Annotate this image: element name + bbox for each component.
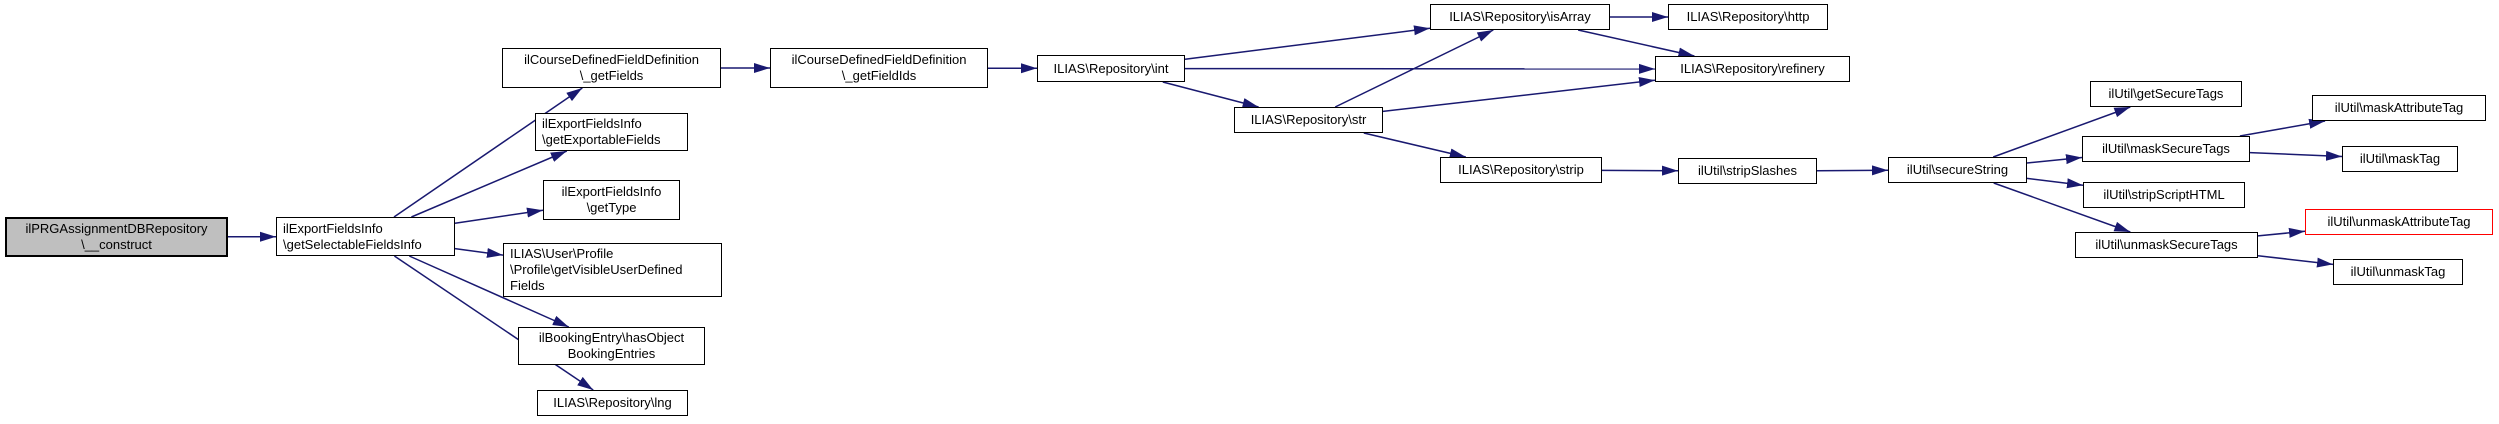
graph-node-stripScriptHTML[interactable]: ilUtil\stripScriptHTML <box>2083 182 2245 208</box>
graph-node-maskTag[interactable]: ilUtil\maskTag <box>2342 146 2458 172</box>
graph-node-cdfd-getFieldIds[interactable]: ilCourseDefinedFieldDefinition\_getField… <box>770 48 988 88</box>
call-edge-getSelectableFieldsInfo-to-hasObjectBookingEntries <box>408 255 570 328</box>
graph-node-label: ILIAS\Repository\http <box>1686 9 1810 24</box>
graph-node-label: ILIAS\Repository\int <box>1053 60 1169 76</box>
graph-node-unmaskAttributeTag[interactable]: ilUtil\unmaskAttributeTag <box>2305 209 2493 235</box>
graph-node-label: ILIAS\User\Profile <box>510 246 614 261</box>
call-edge-int-to-isArray <box>1184 25 1431 60</box>
graph-node-label: ilUtil\stripScriptHTML <box>2103 187 2225 202</box>
graph-node-maskSecureTags[interactable]: ilUtil\maskSecureTags <box>2082 136 2250 162</box>
call-edge-getSelectableFieldsInfo-to-lng <box>393 255 594 391</box>
graph-node-stripSlashes[interactable]: ilUtil\stripSlashes <box>1678 158 1817 184</box>
graph-node-label: \getType <box>586 200 637 215</box>
graph-node-strip[interactable]: ILIAS\Repository\strip <box>1440 157 1602 183</box>
graph-node-label: ilBookingEntry\hasObject <box>538 330 685 345</box>
graph-node-getExportableFields[interactable]: ilExportFieldsInfo\getExportableFields <box>535 113 688 151</box>
graph-node-label: BookingEntries <box>567 346 656 361</box>
graph-node-label: ilUtil\maskSecureTags <box>2102 141 2230 156</box>
graph-node-construct: ilPRGAssignmentDBRepository\__construct <box>5 217 228 257</box>
graph-node-unmaskTag[interactable]: ilUtil\unmaskTag <box>2333 259 2463 285</box>
graph-node-label: ILIAS\Repository\isArray <box>1449 9 1591 24</box>
graph-node-label: ILIAS\Repository\lng <box>553 395 672 410</box>
graph-node-isArray[interactable]: ILIAS\Repository\isArray <box>1430 4 1610 30</box>
call-edge-getSelectableFieldsInfo-to-getType <box>454 207 544 224</box>
graph-node-label: ilCourseDefinedFieldDefinition <box>791 52 967 67</box>
graph-node-label: ilUtil\maskTag <box>2359 151 2441 166</box>
call-edge-maskSecureTags-to-maskTag <box>2249 150 2343 161</box>
graph-node-label: ilUtil\maskAttributeTag <box>2334 100 2464 115</box>
graph-node-str[interactable]: ILIAS\Repository\str <box>1234 107 1383 133</box>
graph-node-label: ilUtil\unmaskAttributeTag <box>2327 214 2471 229</box>
call-edge-getSelectableFieldsInfo-to-cdfd-getFields <box>393 87 583 218</box>
graph-node-label: ilUtil\getSecureTags <box>2108 86 2224 101</box>
call-edge-secureString-to-getSecureTags <box>1992 106 2131 158</box>
graph-node-label: ilUtil\unmaskSecureTags <box>2095 237 2238 252</box>
call-edge-unmaskSecureTags-to-unmaskAttributeTag <box>2257 227 2306 238</box>
graph-node-int[interactable]: ILIAS\Repository\int <box>1037 55 1185 82</box>
graph-node-getSecureTags[interactable]: ilUtil\getSecureTags <box>2090 81 2242 107</box>
graph-node-label: \getSelectableFieldsInfo <box>283 236 422 252</box>
graph-node-label: \_getFields <box>579 68 644 83</box>
graph-node-label: ILIAS\Repository\strip <box>1458 162 1584 177</box>
graph-node-unmaskSecureTags[interactable]: ilUtil\unmaskSecureTags <box>2075 232 2258 258</box>
graph-node-label: ilExportFieldsInfo <box>561 184 662 199</box>
graph-node-label: ilUtil\stripSlashes <box>1698 163 1797 178</box>
graph-node-label: ilPRGAssignmentDBRepository <box>25 221 208 236</box>
graph-node-label: ilUtil\secureString <box>1906 162 2009 177</box>
call-edge-isArray-to-refinery <box>1577 29 1695 58</box>
call-edge-secureString-to-unmaskSecureTags <box>1993 182 2131 233</box>
graph-node-label: \_getFieldIds <box>841 68 917 83</box>
graph-node-label: \__construct <box>81 237 152 252</box>
graph-node-label: Fields <box>510 278 545 293</box>
graph-node-getSelectableFieldsInfo[interactable]: ilExportFieldsInfo\getSelectableFieldsIn… <box>276 217 455 256</box>
graph-node-label: ilCourseDefinedFieldDefinition <box>524 52 699 67</box>
call-edge-secureString-to-stripScriptHTML <box>2026 177 2084 189</box>
graph-node-getVisibleUserDefinedFields[interactable]: ILIAS\User\Profile\Profile\getVisibleUse… <box>503 243 722 297</box>
graph-node-getType[interactable]: ilExportFieldsInfo\getType <box>543 180 680 220</box>
call-edge-unmaskSecureTags-to-unmaskTag <box>2257 254 2334 268</box>
call-edge-getSelectableFieldsInfo-to-getExportableFields <box>411 150 568 218</box>
call-edge-str-to-isArray <box>1334 29 1494 108</box>
call-edge-int-to-str <box>1162 81 1259 108</box>
graph-node-cdfd-getFields[interactable]: ilCourseDefinedFieldDefinition\_getField… <box>502 48 721 88</box>
graph-node-http[interactable]: ILIAS\Repository\http <box>1668 4 1828 30</box>
graph-node-label: ILIAS\Repository\str <box>1250 112 1367 127</box>
graph-node-label: ilUtil\unmaskTag <box>2350 264 2446 279</box>
graph-node-refinery[interactable]: ILIAS\Repository\refinery <box>1655 56 1850 82</box>
graph-node-label: \Profile\getVisibleUserDefined <box>510 262 683 277</box>
graph-node-label: ILIAS\Repository\refinery <box>1680 61 1825 76</box>
call-edge-getSelectableFieldsInfo-to-getVisibleUserDefinedFields <box>454 247 504 258</box>
call-edge-secureString-to-maskSecureTags <box>2026 154 2083 165</box>
call-edge-str-to-refinery <box>1382 77 1656 113</box>
graph-node-secureString[interactable]: ilUtil\secureString <box>1888 157 2027 183</box>
graph-node-maskAttributeTag[interactable]: ilUtil\maskAttributeTag <box>2312 95 2486 121</box>
graph-node-label: \getExportableFields <box>542 132 661 147</box>
graph-node-lng[interactable]: ILIAS\Repository\lng <box>537 390 688 416</box>
call-edge-maskSecureTags-to-maskAttributeTag <box>2239 118 2326 137</box>
graph-node-label: ilExportFieldsInfo <box>542 116 642 131</box>
graph-node-label: ilExportFieldsInfo <box>283 220 383 236</box>
call-edge-str-to-strip <box>1363 132 1466 159</box>
